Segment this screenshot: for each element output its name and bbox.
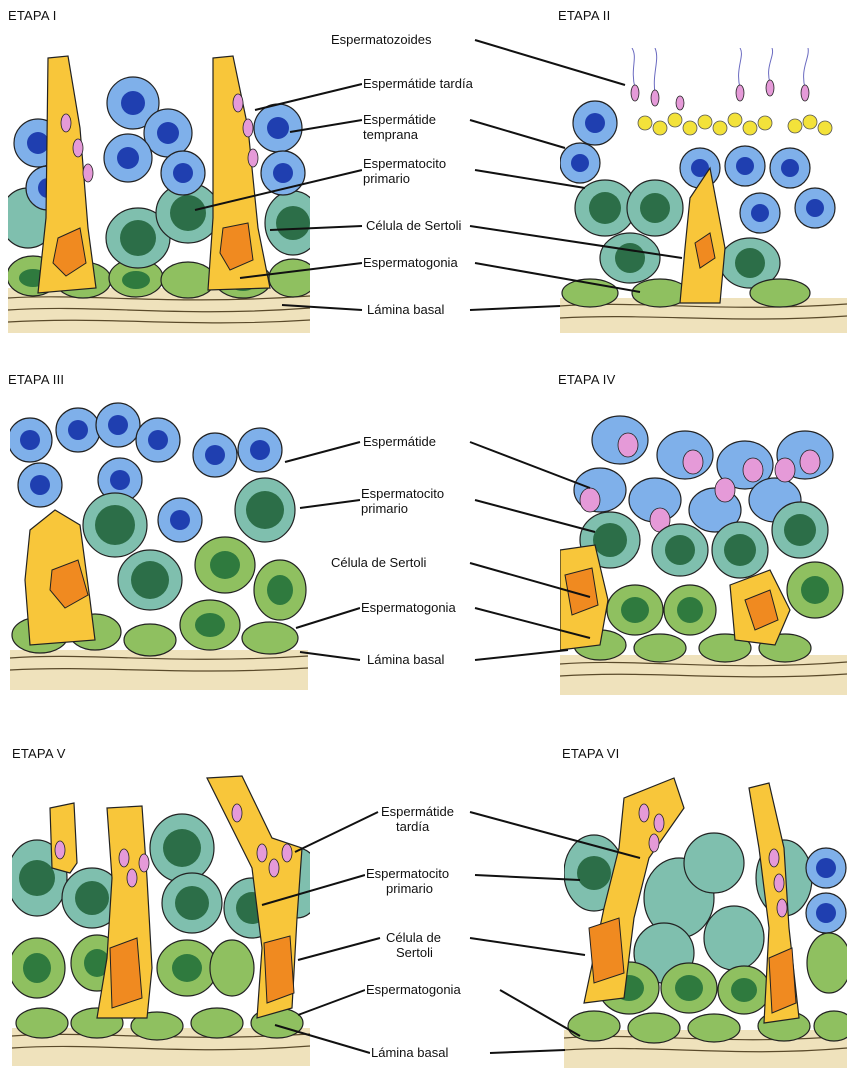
label-espermatocito: Espermatocito <box>365 866 450 881</box>
label-espermatide: Espermátide <box>380 804 455 819</box>
label-celula-sertoli: Célula de Sertoli <box>365 218 462 233</box>
label-lamina-basal: Lámina basal <box>366 652 445 667</box>
label-espermatogonia: Espermatogonia <box>365 982 462 997</box>
label-espermatogonia: Espermatogonia <box>362 255 459 270</box>
label-espermatide-tardia: Espermátide tardía <box>362 76 474 91</box>
label-lamina-basal: Lámina basal <box>366 302 445 317</box>
label-espermatogonia: Espermatogonia <box>360 600 457 615</box>
label-sertoli: Sertoli <box>395 945 434 960</box>
label-celula-de: Célula de <box>385 930 442 945</box>
label-primario: primario <box>360 501 409 516</box>
label-espermatozoides: Espermatozoides <box>330 32 432 47</box>
label-espermatide: Espermátide <box>362 112 437 127</box>
label-lamina-basal: Lámina basal <box>370 1045 449 1060</box>
label-espermatide: Espermátide <box>362 434 437 449</box>
label-celula-sertoli: Célula de Sertoli <box>330 555 427 570</box>
label-temprana: temprana <box>362 127 419 142</box>
label-espermatocito: Espermatocito <box>362 156 447 171</box>
label-espermatocito: Espermatocito <box>360 486 445 501</box>
label-tardia: tardía <box>395 819 430 834</box>
label-primario: primario <box>362 171 411 186</box>
label-primario: primario <box>385 881 434 896</box>
